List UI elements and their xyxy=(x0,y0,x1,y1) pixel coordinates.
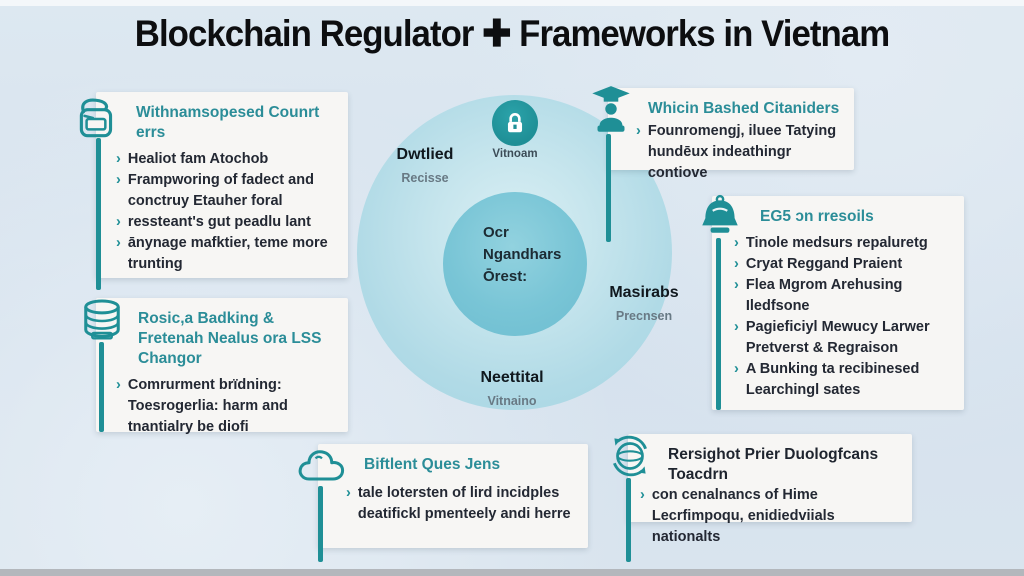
bullet-item: › Comrurment brïdning: Toesrogerlia: har… xyxy=(116,375,334,438)
chevron-icon: › xyxy=(734,319,739,335)
ring-label-secondary: Precnsen xyxy=(615,309,673,323)
ring-label-bottom: Neettital Vitnaino xyxy=(458,368,566,410)
bullet-text: Comrurment brïdning: Toesrogerlia: harm … xyxy=(127,377,288,435)
page-title: Blockchain Regulator ✚ Frameworks in Vie… xyxy=(134,13,890,54)
callout-header: Biftlent Ques Jens xyxy=(364,456,501,473)
callout-header: Whicin Bashed Citaniders xyxy=(648,100,840,117)
bullet-item: › Flea Mgrom Arehusing Iledfsone xyxy=(734,275,950,317)
bullet-item: › Frampworing of fadect and conctruy Eta… xyxy=(116,170,334,212)
connector-line xyxy=(606,134,611,242)
refresh-globe-icon xyxy=(604,430,656,487)
ring-label-right: Masirabs Precnsen xyxy=(594,283,694,325)
chevron-icon: › xyxy=(116,235,121,251)
chevron-icon: › xyxy=(734,277,739,293)
chevron-icon: › xyxy=(640,487,645,503)
bullet-text: Flea Mgrom Arehusing Iledfsone xyxy=(745,277,903,314)
callout-box-top-right: Whicin Bashed Citaniders › Founromengj, … xyxy=(608,88,854,181)
connector-line xyxy=(99,342,104,432)
top-border-strip xyxy=(0,0,1024,6)
callout-box-bottom-center: Biftlent Ques Jens › tale lotersten of l… xyxy=(318,444,588,548)
chevron-icon: › xyxy=(734,256,739,272)
chevron-icon: › xyxy=(116,214,121,230)
core-text: Ocr Ngandhars Ōrest: xyxy=(443,192,587,288)
bullet-text: Tinole medsurs repaluretg xyxy=(745,235,928,251)
chevron-icon: › xyxy=(116,377,121,393)
bullet-item: › Founromengj, iluee Tatying hundēux ind… xyxy=(636,121,840,184)
bullet-text: Founromengj, iluee Tatying hundēux indea… xyxy=(647,123,837,181)
bullet-text: Pagieficiyl Mewucy Larwer Pretverst & Re… xyxy=(745,319,930,356)
connector-line xyxy=(716,238,721,410)
callout-box-top-left: Withnamsopesed Counrt errs › Healiot fam… xyxy=(96,92,348,278)
ring-label-primary: Neettital xyxy=(480,369,544,386)
connector-line xyxy=(318,486,323,562)
chevron-icon: › xyxy=(116,151,121,167)
printer-icon xyxy=(72,94,122,149)
callout-box-mid-left: Rosic,a Badking & Fretenah Nealus ora LS… xyxy=(96,298,348,435)
bullet-text: A Bunking ta recibinesed Learchingl sate… xyxy=(745,361,920,398)
lock-icon xyxy=(507,113,523,133)
callout-header: Rosic,a Badking & Fretenah Nealus ora LS… xyxy=(138,310,322,367)
bullet-item: › Healiot fam Atochob xyxy=(116,149,334,170)
bullet-item: › con cenalnancs of Hime Lecrfimpoqu, en… xyxy=(640,485,898,548)
bullet-item: › Tinole medsurs repaluretg xyxy=(734,233,950,254)
chevron-icon: › xyxy=(734,235,739,251)
ring-label-secondary: Recisse xyxy=(401,171,449,185)
callout-header: Rersighot Prier Duologfcans Toacdrn xyxy=(668,446,879,483)
chevron-icon: › xyxy=(116,172,121,188)
ring-label-primary: Masirabs xyxy=(609,284,679,301)
callout-header: Withnamsopesed Counrt errs xyxy=(136,104,320,141)
ring-label-left: Dwtlied Recisse xyxy=(375,145,475,187)
callout-box-right: EG5 ɔn rresoils › Tinole medsurs repalur… xyxy=(712,196,964,410)
ring-label-secondary: Vitnaino xyxy=(487,394,537,408)
lock-badge xyxy=(492,100,538,146)
bullet-text: ressteant's gut peadlu lant xyxy=(127,214,311,230)
bullet-text: con cenalnancs of Hime Lecrfimpoqu, enid… xyxy=(651,487,835,545)
callout-header: EG5 ɔn rresoils xyxy=(760,208,874,225)
bullet-item: › ānynage mafktier, teme more trunting xyxy=(116,233,334,275)
core-line: Ōrest: xyxy=(483,268,528,285)
callout-box-bottom-right: Rersighot Prier Duologfcans Toacdrn › co… xyxy=(628,434,912,545)
bullet-text: Cryat Reggand Praient xyxy=(745,256,903,272)
database-icon xyxy=(76,296,128,351)
connector-line xyxy=(626,478,631,562)
bullet-text: ānynage mafktier, teme more trunting xyxy=(127,235,328,272)
chevron-icon: › xyxy=(346,485,351,501)
inner-circle: Ocr Ngandhars Ōrest: xyxy=(443,192,587,336)
bullet-item: › Cryat Reggand Praient xyxy=(734,254,950,275)
bottom-border-strip xyxy=(0,569,1024,576)
badge-label: Vitnoam xyxy=(492,148,538,160)
bullet-item: › A Bunking ta recibinesed Learchingl sa… xyxy=(734,359,950,401)
bullet-item: › Pagieficiyl Mewucy Larwer Pretverst & … xyxy=(734,317,950,359)
chevron-icon: › xyxy=(734,361,739,377)
core-line: Ngandhars xyxy=(483,246,562,263)
bullet-item: › tale lotersten of lird incidples deati… xyxy=(346,483,574,525)
connector-line xyxy=(96,138,101,290)
graduate-icon xyxy=(588,84,634,143)
cloud-icon xyxy=(296,442,348,495)
bullet-item: › ressteant's gut peadlu lant xyxy=(116,212,334,233)
ring-label-primary: Dwtlied xyxy=(396,146,454,163)
core-line: Ocr xyxy=(483,224,509,241)
bullet-text: tale lotersten of lird incidples deatifi… xyxy=(357,485,571,522)
chevron-icon: › xyxy=(636,123,641,139)
bullet-text: Healiot fam Atochob xyxy=(127,151,269,167)
bullet-text: Frampworing of fadect and conctruy Etauh… xyxy=(127,172,314,209)
bell-icon xyxy=(696,192,744,245)
